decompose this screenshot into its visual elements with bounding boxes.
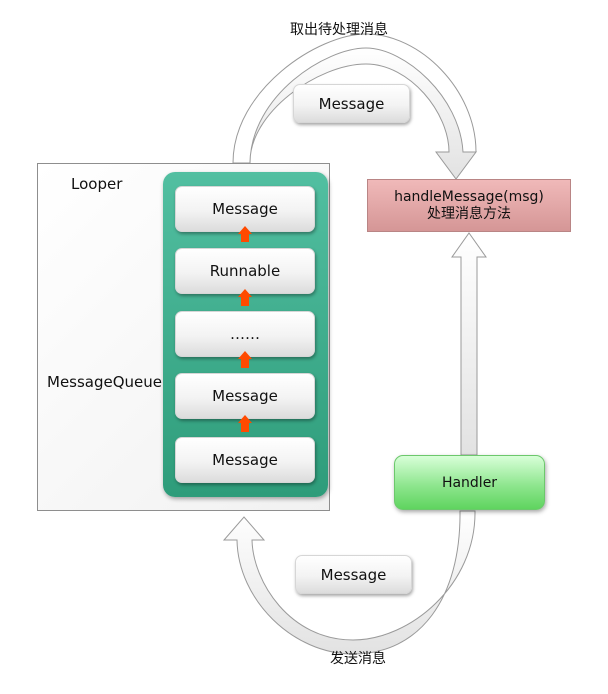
queue-up-arrow	[238, 415, 252, 432]
queue-item-runnable: Runnable	[175, 248, 315, 294]
handle-message-description: 处理消息方法	[427, 205, 511, 222]
handler-box: Handler	[394, 455, 545, 510]
queue-item-message: Message	[175, 186, 315, 232]
message-box-bottom: Message	[295, 555, 412, 594]
handle-message-signature: handleMessage(msg)	[394, 188, 544, 205]
send-message-label: 发送消息	[330, 651, 386, 667]
send-message-arrow	[222, 510, 476, 655]
queue-item-ellipsis: ……	[175, 311, 315, 357]
take-message-arrow	[233, 47, 477, 180]
handle-message-box: handleMessage(msg) 处理消息方法	[367, 179, 571, 232]
looper-label: Looper	[71, 175, 123, 193]
take-message-label: 取出待处理消息	[290, 22, 388, 38]
queue-up-arrow	[238, 351, 252, 368]
message-box-top: Message	[293, 84, 410, 123]
queue-up-arrow	[238, 226, 252, 242]
handler-up-arrow	[451, 232, 487, 456]
message-queue-label: MessageQueue	[47, 373, 163, 391]
queue-item-message: Message	[175, 437, 315, 483]
queue-up-arrow	[238, 289, 252, 306]
